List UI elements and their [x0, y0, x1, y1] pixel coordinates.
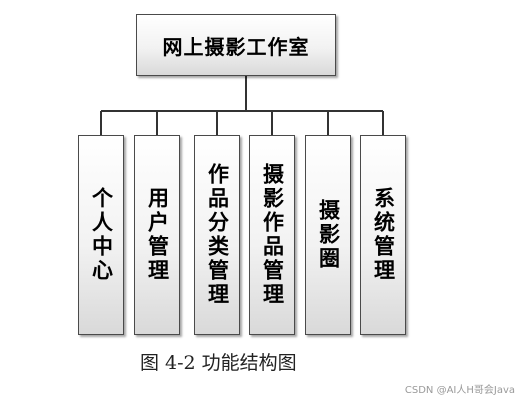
root-node-label: 网上摄影工作室	[162, 34, 310, 59]
figure-caption: 图 4-2 功能结构图	[140, 352, 297, 374]
child-node-system-management: 系统管理	[360, 135, 406, 335]
child-node-label: 作品分类管理	[205, 163, 230, 307]
child-node-photo-circle: 摄影圈	[305, 135, 351, 335]
child-node-label: 摄影圈	[316, 199, 341, 271]
child-node-label: 摄影作品管理	[260, 163, 285, 307]
child-node-user-management: 用户管理	[134, 135, 180, 335]
child-node-category-management: 作品分类管理	[194, 135, 240, 335]
child-node-label: 系统管理	[371, 187, 396, 283]
root-node: 网上摄影工作室	[136, 14, 336, 76]
child-node-label: 用户管理	[145, 187, 170, 283]
watermark: CSDN @AI人H哥会Java	[404, 385, 515, 396]
child-node-personal-center: 个人中心	[78, 135, 124, 335]
child-node-works-management: 摄影作品管理	[249, 135, 295, 335]
child-node-label: 个人中心	[89, 187, 114, 283]
